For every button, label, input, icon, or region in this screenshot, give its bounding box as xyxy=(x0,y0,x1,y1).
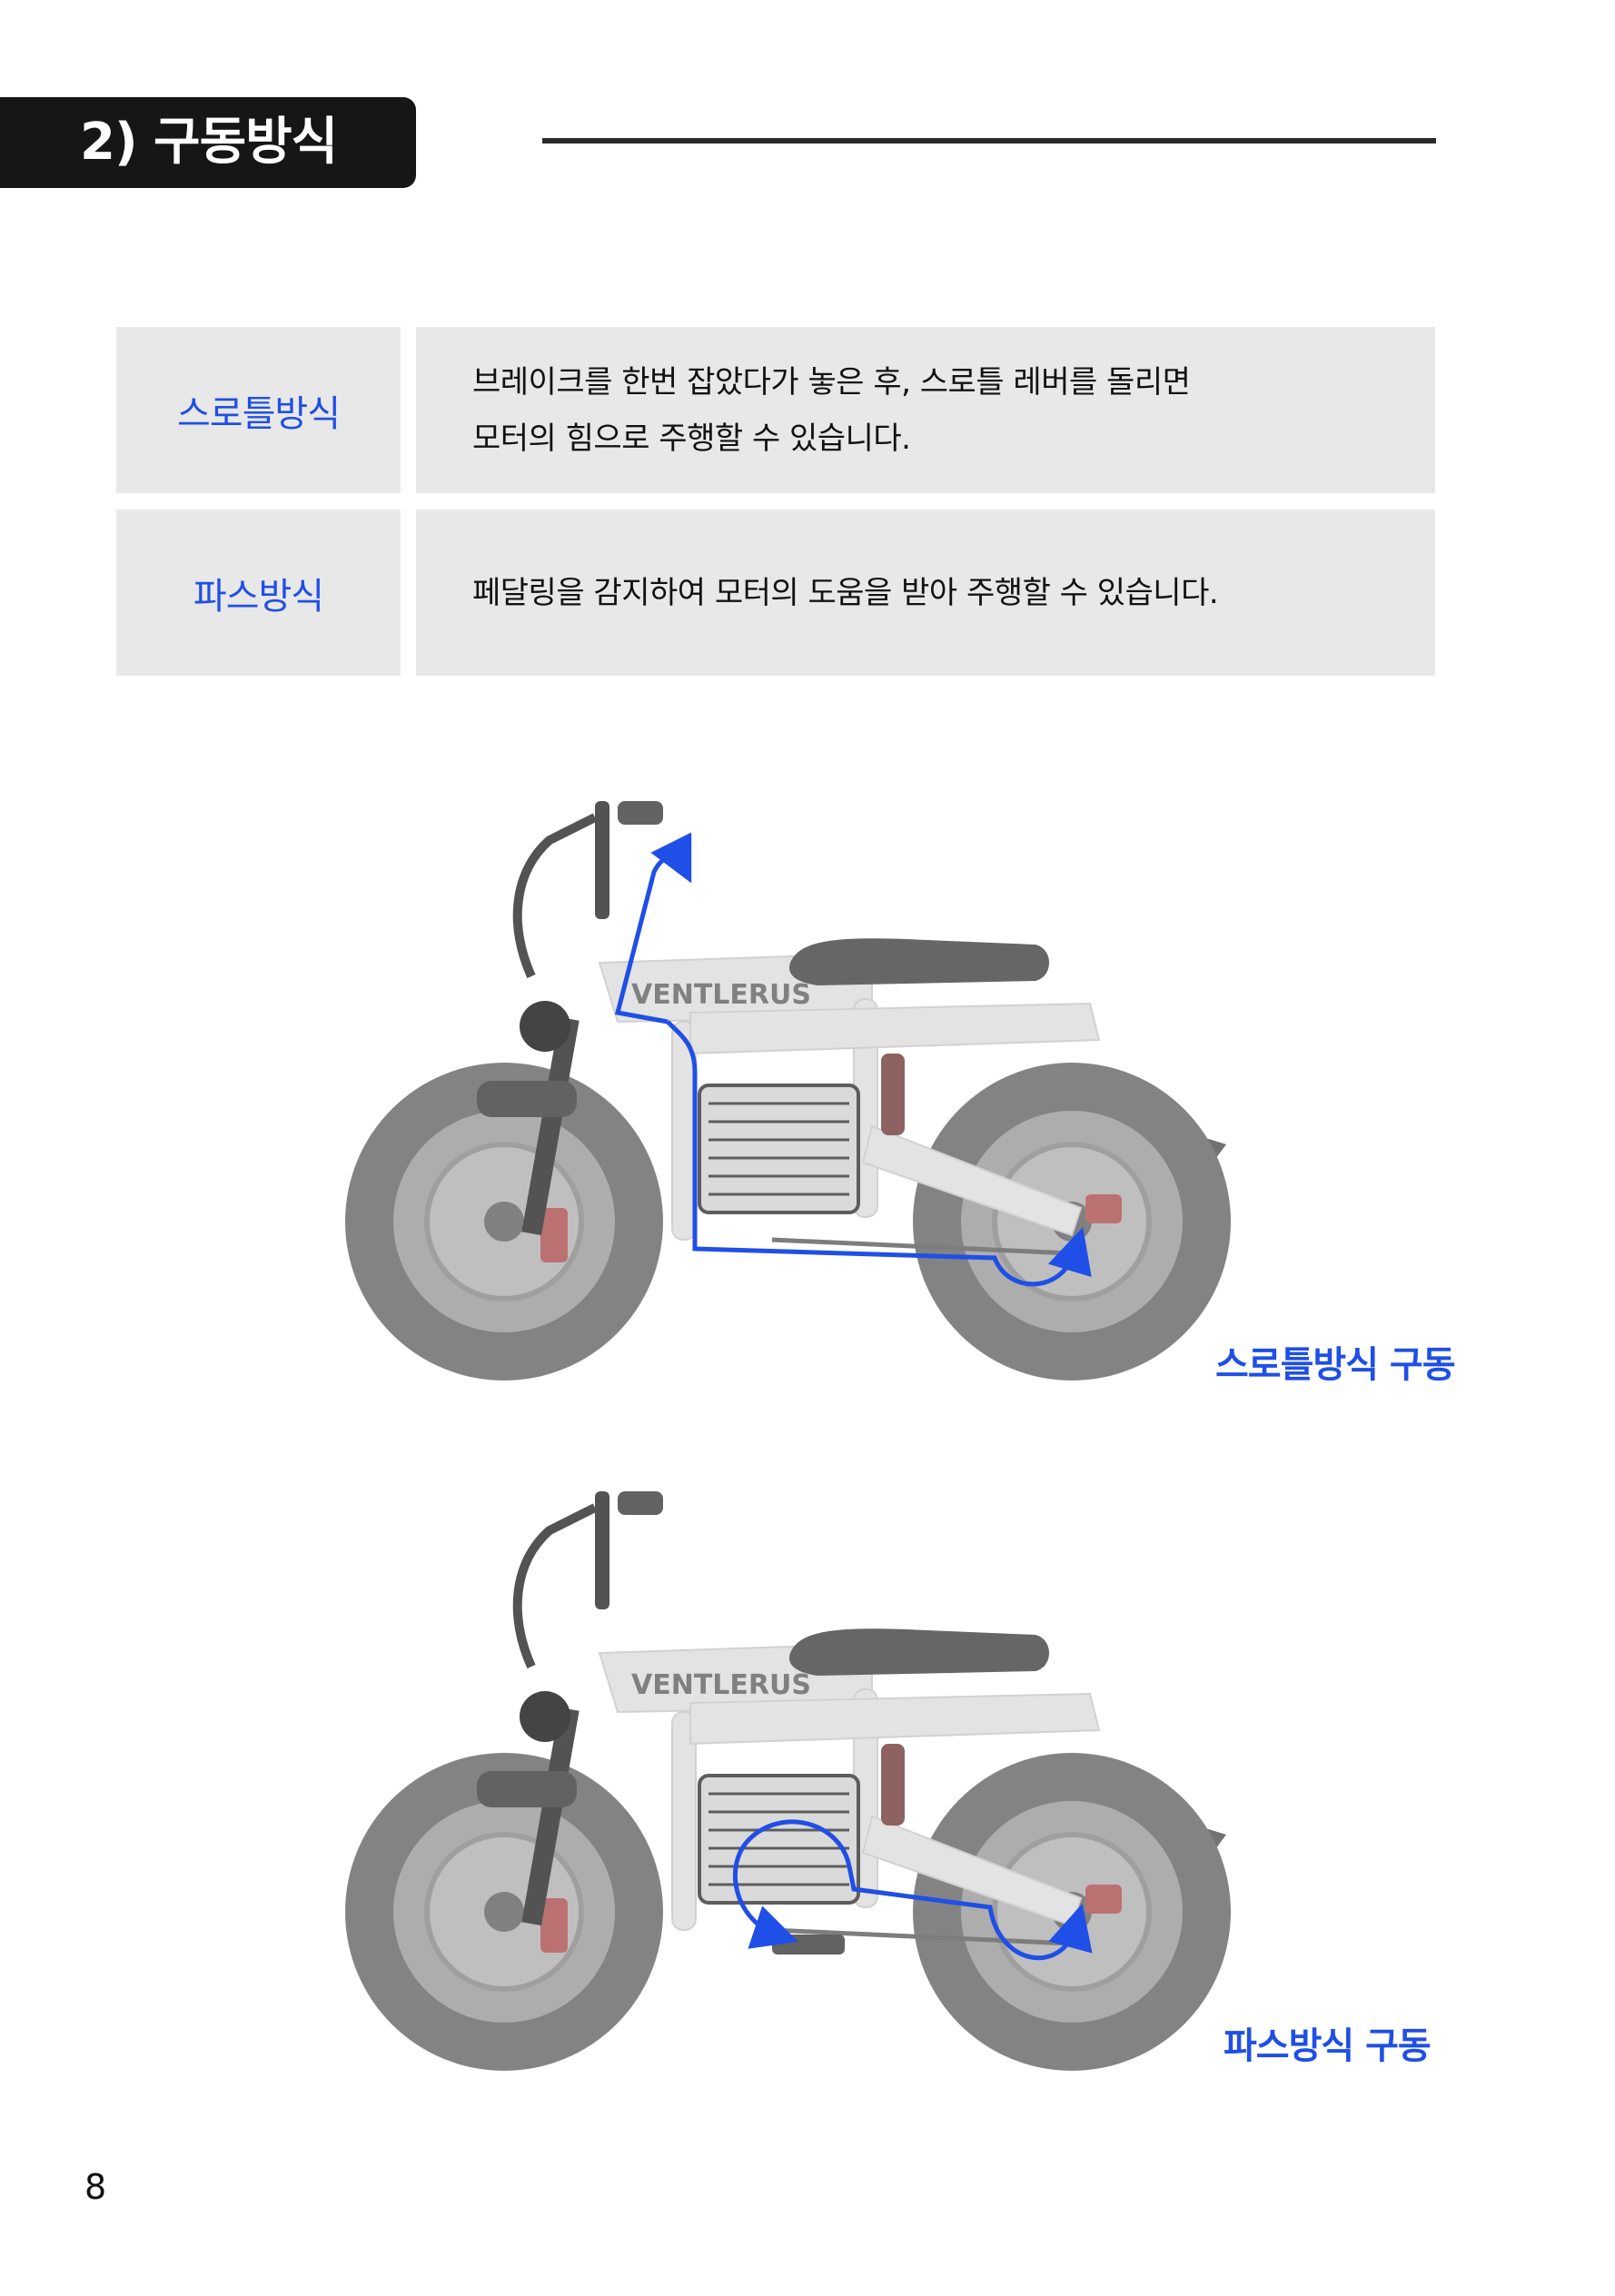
pas-mode-description: 페달링을 감지하여 모터의 도움을 받아 주행할 수 있습니다. xyxy=(416,510,1435,676)
throttle-figure-caption: 스로틀방식 구동 xyxy=(1215,1344,1456,1386)
throttle-drive-figure: VENTLERUS xyxy=(345,801,1231,1381)
pas-figure-caption: 파스방식 구동 xyxy=(1224,2025,1432,2067)
e-bike-illustration: VENTLERUS xyxy=(345,801,1231,1381)
header-divider xyxy=(542,138,1436,144)
brand-text: VENTLERUS xyxy=(631,979,811,1011)
throttle-mode-description: 브레이크를 한번 잡았다가 놓은 후, 스로틀 레버를 돌리면 모터의 힘으로 … xyxy=(416,327,1435,493)
page-number: 8 xyxy=(84,2167,107,2207)
section-title: 2) 구동방식 xyxy=(80,113,338,172)
throttle-mode-label: 스로틀방식 xyxy=(116,327,401,493)
pas-drive-figure: VENTLERUS xyxy=(345,1491,1231,2071)
throttle-flow-arrow xyxy=(614,832,692,1024)
throttle-flow-arrow xyxy=(666,1020,1092,1287)
brand-text: VENTLERUS xyxy=(631,1669,811,1701)
pas-flow-arrow xyxy=(847,1866,1093,1961)
throttle-description-line: 브레이크를 한번 잡았다가 놓은 후, 스로틀 레버를 돌리면 xyxy=(472,363,1191,401)
pedal-flow-arrow xyxy=(733,1819,852,1949)
throttle-description-line: 모터의 힘으로 주행할 수 있습니다. xyxy=(472,420,911,457)
e-bike-illustration: VENTLERUS xyxy=(345,1491,1231,2071)
pas-description-line: 페달링을 감지하여 모터의 도움을 받아 주행할 수 있습니다. xyxy=(472,574,1219,611)
pas-mode-label: 파스방식 xyxy=(116,510,401,676)
section-header-tab: 2) 구동방식 xyxy=(0,97,416,188)
